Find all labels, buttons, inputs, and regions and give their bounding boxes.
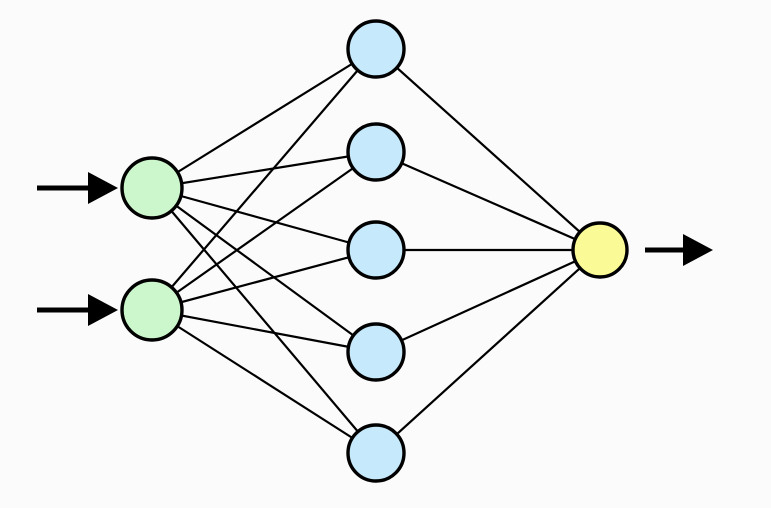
output-arrow-1-head (683, 234, 713, 266)
edge-in-2-to-hid-2 (150, 150, 378, 312)
edge-in-1-to-hid-3 (150, 186, 378, 252)
neuron-node-hid-5[interactable] (346, 423, 406, 483)
neuron-node-hid-3[interactable] (346, 220, 406, 280)
edge-in-2-to-hid-4 (150, 308, 378, 354)
neuron-node-hid-1[interactable] (346, 19, 406, 79)
edge-hid-5-to-out-1 (374, 248, 602, 455)
neuron-node-hid-4[interactable] (346, 322, 406, 382)
io-arrows-group (37, 172, 713, 326)
neuron-node-hid-2[interactable] (346, 122, 406, 182)
edge-hid-1-to-out-1 (374, 47, 602, 252)
edge-in-1-to-hid-1 (150, 47, 378, 190)
neuron-node-out-1[interactable] (571, 221, 629, 279)
neuron-nodes-group (120, 19, 629, 483)
neuron-node-in-2[interactable] (120, 278, 184, 342)
neuron-node-in-1[interactable] (120, 156, 184, 220)
edge-in-1-to-hid-5 (150, 186, 378, 455)
edge-hid-4-to-out-1 (374, 248, 602, 354)
connection-edges-group (150, 47, 602, 455)
edge-in-2-to-hid-1 (150, 47, 378, 312)
input-arrow-1-head (88, 172, 118, 204)
edge-in-2-to-hid-5 (150, 308, 378, 455)
edge-in-1-to-hid-2 (150, 150, 378, 190)
edge-in-1-to-hid-4 (150, 186, 378, 354)
edge-in-2-to-hid-3 (150, 248, 378, 312)
input-arrow-2-head (88, 294, 118, 326)
edge-hid-2-to-out-1 (374, 150, 602, 252)
